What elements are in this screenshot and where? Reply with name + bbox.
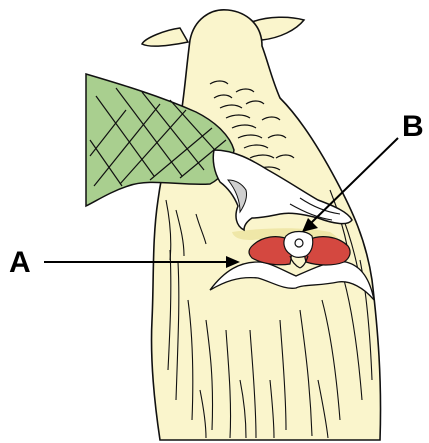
callout-label-b: B xyxy=(402,112,424,142)
sheep-left-ear xyxy=(142,28,188,46)
sheep-icon xyxy=(142,10,381,440)
callout-label-a: A xyxy=(9,248,31,278)
